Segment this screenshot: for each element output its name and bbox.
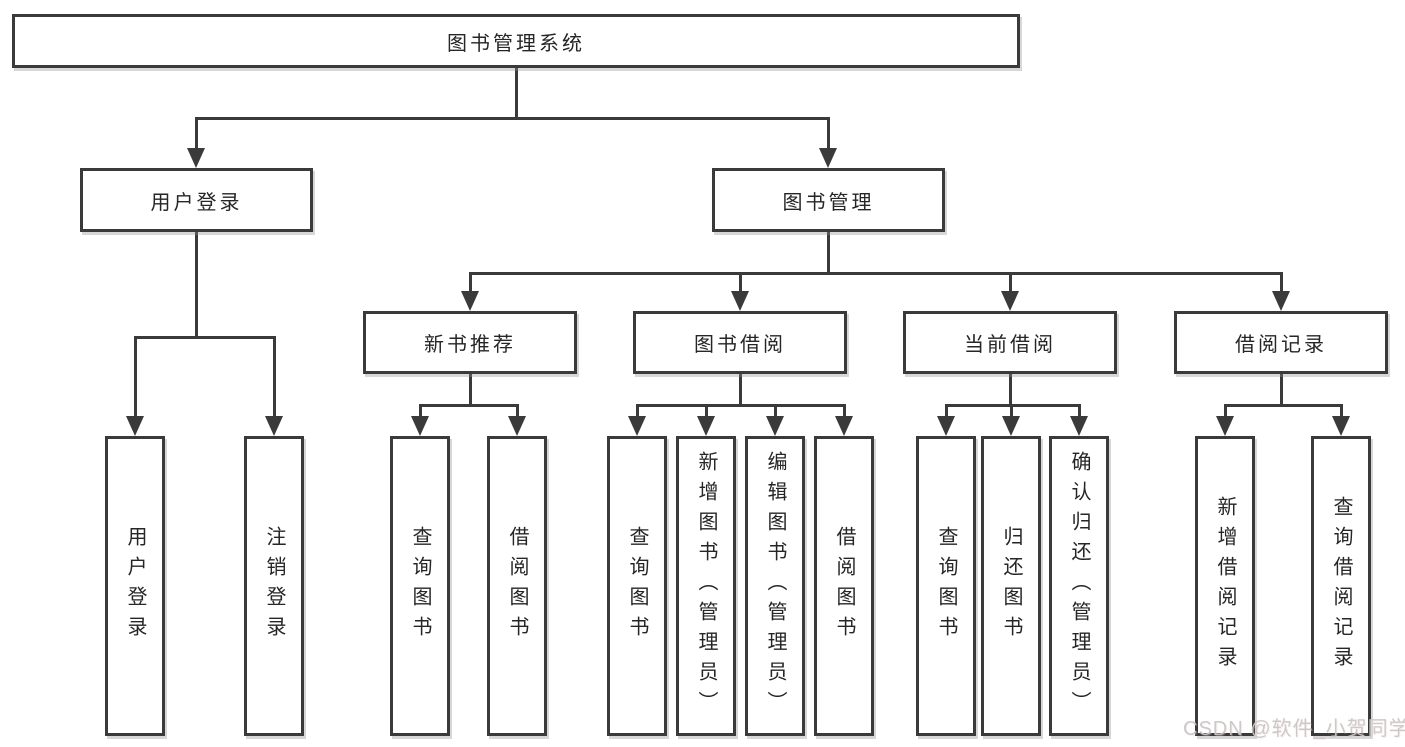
arrow-down-icon xyxy=(1001,291,1019,311)
node-new-book-recommendation: 新书推荐 xyxy=(363,311,577,374)
connector-line xyxy=(827,117,830,150)
arrow-down-icon xyxy=(1272,291,1290,311)
connector-line xyxy=(1340,404,1343,420)
connector-line xyxy=(1280,374,1283,405)
node-query-books: 查询图书 xyxy=(607,436,667,736)
node-add-books-admin: 新增图书（管理员） xyxy=(676,436,736,736)
connector-line xyxy=(739,272,742,293)
connector-line xyxy=(1224,404,1227,420)
node-logout: 注销登录 xyxy=(244,436,304,736)
connector-line xyxy=(827,232,830,272)
node-add-borrow-record: 新增借阅记录 xyxy=(1195,436,1255,736)
connector-line xyxy=(1009,374,1012,405)
arrow-down-icon xyxy=(187,148,205,168)
node-book-borrowing: 图书借阅 xyxy=(633,311,847,374)
arrow-down-icon xyxy=(1070,416,1088,436)
node-query-books: 查询图书 xyxy=(390,436,450,736)
node-edit-books-admin: 编辑图书（管理员） xyxy=(745,436,805,736)
arrow-down-icon xyxy=(461,291,479,311)
connector-line xyxy=(1010,404,1013,420)
connector-line xyxy=(195,117,198,150)
connector-line xyxy=(1224,404,1342,407)
connector-line xyxy=(515,68,518,117)
node-current-borrowing: 当前借阅 xyxy=(903,311,1117,374)
connector-line xyxy=(843,404,846,420)
node-library-management-system: 图书管理系统 xyxy=(12,14,1020,68)
node-user-login: 用户登录 xyxy=(80,168,313,232)
node-borrow-books: 借阅图书 xyxy=(814,436,874,736)
connector-line xyxy=(469,374,472,405)
connector-line xyxy=(774,404,777,420)
arrow-down-icon xyxy=(766,416,784,436)
node-user-login-leaf: 用户登录 xyxy=(105,436,165,736)
connector-line xyxy=(636,404,639,420)
arrow-down-icon xyxy=(731,291,749,311)
connector-line xyxy=(1280,272,1283,293)
arrow-down-icon xyxy=(835,416,853,436)
connector-line xyxy=(516,404,519,420)
arrow-down-icon xyxy=(126,416,144,436)
connector-line xyxy=(705,404,708,420)
connector-line xyxy=(195,117,830,120)
arrow-down-icon xyxy=(819,148,837,168)
node-book-management: 图书管理 xyxy=(712,168,945,232)
arrow-down-icon xyxy=(628,416,646,436)
node-return-books: 归还图书 xyxy=(981,436,1041,736)
arrow-down-icon xyxy=(1002,416,1020,436)
arrow-down-icon xyxy=(265,416,283,436)
connector-line xyxy=(945,404,948,420)
connector-line xyxy=(419,404,519,407)
node-confirm-return-admin: 确认归还（管理员） xyxy=(1049,436,1109,736)
node-query-books: 查询图书 xyxy=(916,436,976,736)
connector-line xyxy=(1009,272,1012,293)
connector-line xyxy=(636,404,845,407)
node-borrowing-records: 借阅记录 xyxy=(1174,311,1388,374)
connector-line xyxy=(273,336,276,416)
arrow-down-icon xyxy=(697,416,715,436)
node-borrow-books: 借阅图书 xyxy=(487,436,547,736)
arrow-down-icon xyxy=(508,416,526,436)
connector-line xyxy=(469,272,472,293)
arrow-down-icon xyxy=(1216,416,1234,436)
connector-line xyxy=(134,336,275,339)
connector-line xyxy=(1078,404,1081,420)
connector-line xyxy=(739,374,742,405)
arrow-down-icon xyxy=(411,416,429,436)
node-query-borrow-record: 查询借阅记录 xyxy=(1311,436,1371,736)
connector-line xyxy=(134,336,137,416)
arrow-down-icon xyxy=(937,416,955,436)
csdn-watermark: CSDN @软件_小贺同学 xyxy=(1183,718,1405,740)
connector-line xyxy=(195,232,198,336)
connector-line xyxy=(419,404,422,420)
connector-line xyxy=(469,272,1282,275)
arrow-down-icon xyxy=(1332,416,1350,436)
